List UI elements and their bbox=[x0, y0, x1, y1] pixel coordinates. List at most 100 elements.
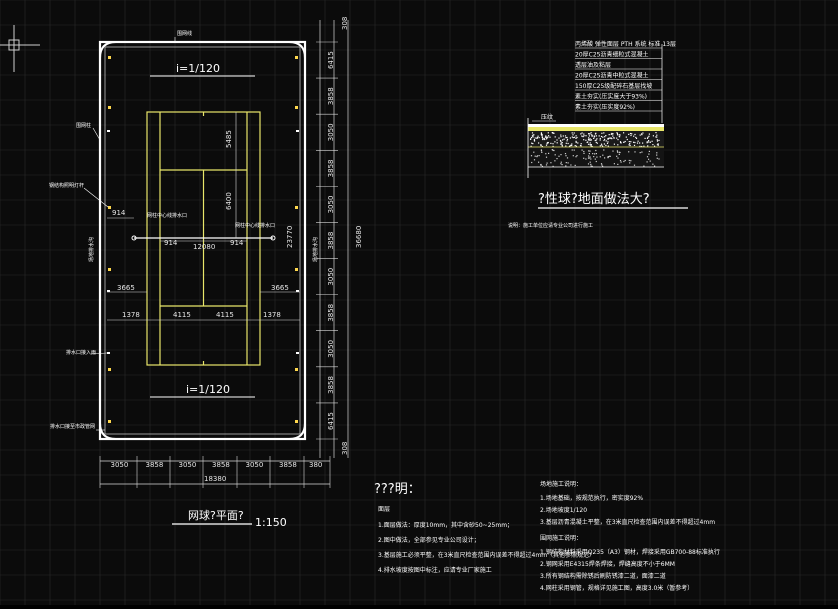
hatch-dot bbox=[545, 135, 547, 137]
hatch-dot bbox=[561, 164, 563, 166]
hatch-dot bbox=[537, 135, 539, 137]
hatch-dot bbox=[602, 154, 604, 156]
hatch-dot bbox=[602, 165, 604, 167]
hatch-dot bbox=[634, 133, 636, 136]
right-dim-bottom-margin: 308 bbox=[341, 442, 349, 455]
hatch-dot bbox=[648, 158, 650, 160]
hatch-dot bbox=[590, 163, 592, 165]
gravel-hatch bbox=[530, 149, 660, 167]
hatch-dot bbox=[553, 149, 555, 152]
hatch-dot bbox=[629, 132, 632, 135]
hatch-dot bbox=[571, 149, 573, 151]
note-item: 2.场地坡度1/120 bbox=[540, 506, 587, 514]
hatch-dot bbox=[594, 133, 597, 135]
net-post-right bbox=[270, 235, 276, 241]
hatch-dot bbox=[567, 142, 569, 145]
ucs-crosshair-icon bbox=[0, 25, 40, 72]
hatch-dot bbox=[641, 145, 643, 148]
hatch-dot bbox=[641, 151, 643, 153]
hatch-dot bbox=[633, 141, 635, 143]
leader-line bbox=[83, 187, 109, 208]
hatch-dot bbox=[590, 139, 592, 141]
note-item: 4.排水坡度按图中标注，应请专业厂家施工 bbox=[378, 566, 492, 574]
note-item: 1.场地基础，按规范执行，密实度92% bbox=[540, 494, 643, 502]
hatch-dot bbox=[586, 141, 588, 143]
hatch-dot bbox=[648, 153, 650, 155]
hatch-dot bbox=[594, 139, 596, 142]
right-dim-value: 6415 bbox=[327, 412, 335, 430]
hatch-dot bbox=[599, 137, 601, 140]
hatch-dot bbox=[598, 135, 600, 137]
hatch-dot bbox=[642, 132, 644, 134]
hatch-dot bbox=[633, 164, 636, 166]
hatch-dot bbox=[566, 140, 568, 142]
hatch-dot bbox=[588, 139, 590, 141]
hatch-dot bbox=[536, 156, 538, 158]
hatch-dot bbox=[540, 132, 542, 134]
plan-title: 网球?平面? bbox=[188, 508, 244, 522]
hatch-dot bbox=[610, 137, 612, 139]
hatch-dot bbox=[641, 133, 643, 135]
layer-base bbox=[528, 147, 664, 167]
dim-5485: 5485 bbox=[225, 130, 233, 148]
hatch-dot bbox=[648, 140, 650, 142]
hatch-dot bbox=[580, 133, 582, 135]
right-dim-value: 3050 bbox=[327, 123, 335, 141]
inner-dim-lines bbox=[107, 112, 300, 321]
hatch-dot bbox=[657, 144, 659, 146]
hatch-dot bbox=[629, 143, 631, 145]
hatch-dot bbox=[617, 144, 619, 146]
hatch-dot bbox=[581, 132, 583, 134]
hatch-dot bbox=[633, 144, 636, 146]
center-label-right: 网柱中心线排水口 bbox=[235, 222, 275, 229]
hatch-dot bbox=[583, 139, 585, 141]
corner-arc bbox=[288, 41, 306, 59]
hatch-dot bbox=[577, 142, 579, 144]
hatch-dot bbox=[652, 144, 654, 146]
hatch-dot bbox=[582, 136, 584, 138]
hatch-dot bbox=[565, 137, 567, 139]
hatch-dot bbox=[655, 136, 657, 138]
slope-label-top: i=1/120 bbox=[176, 62, 220, 75]
notes-right-heading-a: 场地施工说明： bbox=[540, 480, 582, 488]
hatch-dot bbox=[634, 151, 636, 153]
hatch-dot bbox=[589, 133, 591, 135]
hatch-dot bbox=[545, 144, 548, 146]
hatch-dot bbox=[596, 138, 598, 140]
hatch-dot bbox=[617, 151, 619, 153]
hatch-dot bbox=[594, 153, 596, 155]
hatch-dot bbox=[532, 134, 534, 136]
hatch-dot bbox=[590, 145, 592, 147]
right-dim-top-margin: 308 bbox=[341, 17, 349, 30]
hatch-dot bbox=[635, 136, 637, 138]
light-posts bbox=[108, 56, 298, 423]
hatch-dot bbox=[624, 159, 626, 162]
hatch-dot bbox=[656, 136, 658, 138]
hatch-dot bbox=[605, 144, 607, 146]
hatch-dot bbox=[534, 137, 536, 139]
hatch-dot bbox=[571, 132, 573, 134]
net-post-left bbox=[131, 235, 137, 241]
hatch-dot bbox=[631, 133, 633, 135]
hatch-dot bbox=[560, 142, 562, 144]
hatch-dot bbox=[656, 134, 658, 136]
hatch-dot bbox=[572, 134, 574, 136]
hatch-dot bbox=[541, 145, 543, 148]
hatch-dot bbox=[552, 143, 554, 145]
hatch-dot bbox=[545, 164, 548, 166]
bottom-dim-value: 380 bbox=[309, 461, 322, 469]
dim-12080: 12080 bbox=[193, 243, 215, 251]
hatch-dot bbox=[540, 150, 543, 152]
hatch-dot bbox=[560, 134, 562, 136]
hatch-dot bbox=[599, 156, 601, 158]
hatch-dot bbox=[619, 160, 622, 162]
hatch-dot bbox=[566, 138, 569, 140]
hatch-dot bbox=[545, 153, 547, 155]
section-layer-label: 透层油及粘层 bbox=[575, 61, 611, 69]
hatch-dot bbox=[541, 134, 543, 136]
hatch-dot bbox=[630, 134, 632, 137]
hatch-dot bbox=[634, 141, 636, 144]
hatch-dot bbox=[575, 156, 577, 158]
hatch-dot bbox=[560, 154, 562, 156]
